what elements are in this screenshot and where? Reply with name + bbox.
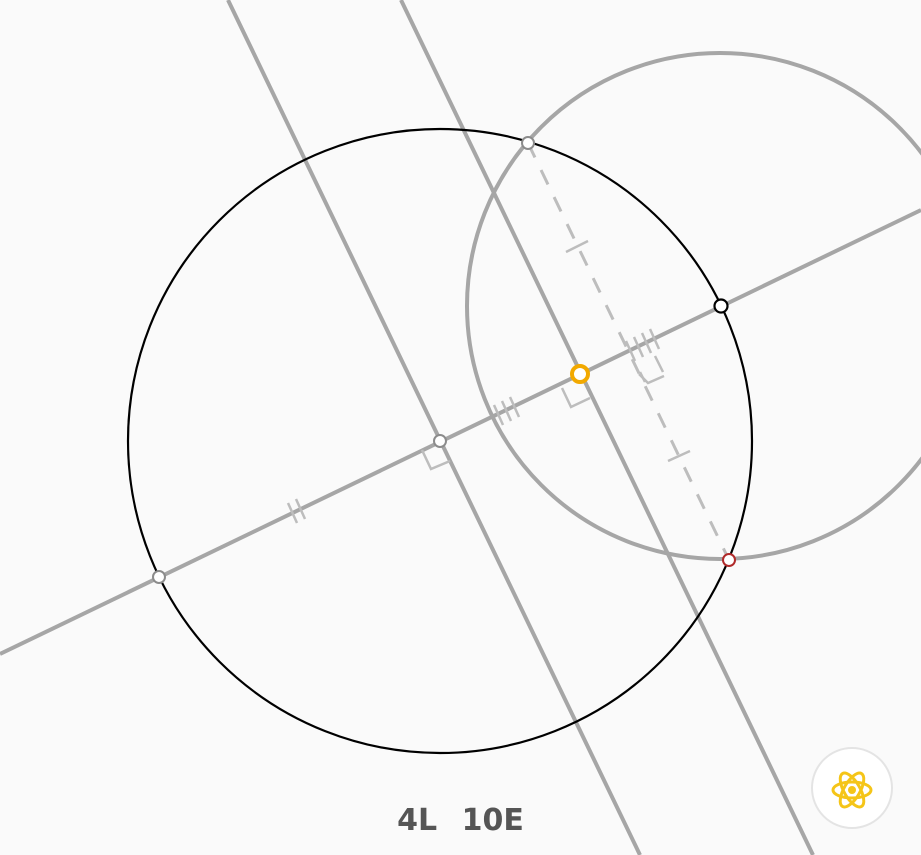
- segment-tick-marks: [286, 328, 661, 524]
- construction-circle[interactable]: [465, 51, 921, 561]
- elements-count: 10E: [461, 803, 524, 838]
- intersection-point-left[interactable]: [152, 570, 166, 584]
- intersection-point-top[interactable]: [521, 136, 535, 150]
- center-point[interactable]: [433, 434, 447, 448]
- highlighted-point[interactable]: [570, 364, 590, 384]
- given-point-right[interactable]: [713, 298, 729, 314]
- atom-icon: [831, 771, 873, 809]
- right-angle-markers: [420, 355, 665, 471]
- perpendicular-line-left[interactable]: [226, 0, 642, 855]
- lines-count: 4L: [397, 803, 438, 838]
- diameter-line[interactable]: [0, 208, 921, 656]
- chord-tick-marks: [565, 239, 691, 463]
- given-circle[interactable]: [126, 127, 754, 755]
- score-counter: 4L 10E: [0, 803, 921, 838]
- target-point[interactable]: [722, 553, 736, 567]
- perpendicular-line-right[interactable]: [399, 0, 815, 855]
- hint-button[interactable]: [811, 747, 893, 829]
